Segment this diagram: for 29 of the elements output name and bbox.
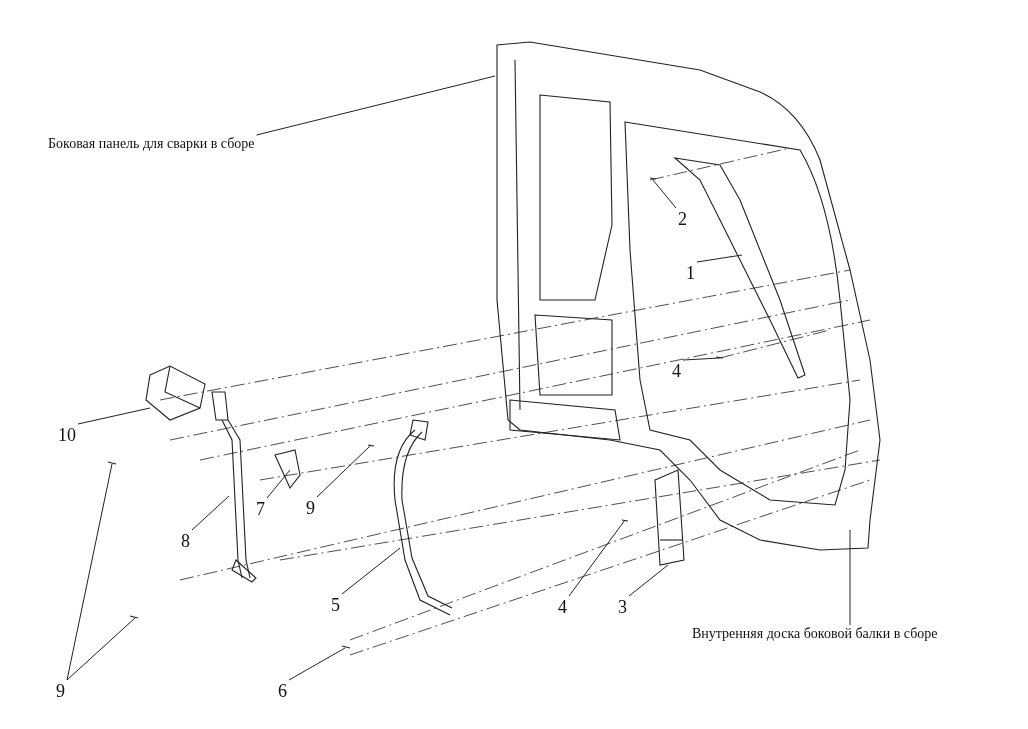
callout-number: 1 [686, 264, 695, 282]
callout-number: 4 [558, 598, 567, 616]
part-label: Внутренняя доска боковой балки в сборе [692, 627, 938, 641]
leader-line [266, 469, 291, 499]
leader-line [288, 647, 346, 681]
callout-number: 7 [256, 500, 265, 518]
leader-line [66, 463, 113, 681]
leader-line [682, 357, 721, 361]
leader-line [849, 529, 851, 626]
callout-number: 6 [278, 682, 287, 700]
leader-line [191, 495, 230, 531]
callout-number: 8 [181, 532, 190, 550]
callout-number: 5 [331, 596, 340, 614]
callout-number: 3 [618, 598, 627, 616]
callout-number: 2 [678, 210, 687, 228]
leader-line [66, 617, 136, 681]
leader-line [628, 564, 669, 597]
leader-line [696, 254, 743, 263]
part-label: Боковая панель для сварки в сборе [48, 137, 255, 151]
callout-number: 9 [306, 499, 315, 517]
leader-line [316, 445, 371, 498]
callout-number: 9 [56, 682, 65, 700]
leader-line [652, 179, 677, 209]
callout-number: 4 [672, 362, 681, 380]
leader-line [256, 75, 496, 136]
leader-line [568, 519, 626, 597]
leader-line [77, 407, 151, 425]
leader-line [341, 547, 401, 595]
callout-number: 10 [58, 426, 76, 444]
